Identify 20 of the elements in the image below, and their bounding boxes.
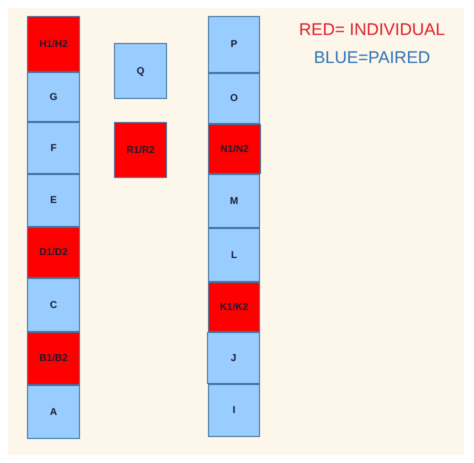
slot-box: R1/R2 [114, 122, 167, 178]
slot-box: F [27, 122, 80, 174]
slot-box: L [208, 228, 260, 282]
slot-box: P [208, 16, 260, 73]
slot-box: J [207, 332, 260, 384]
slot-box: G [27, 72, 80, 122]
slot-box: H1/H2 [27, 16, 80, 72]
slot-box: K1/K2 [208, 282, 260, 332]
slot-box: M [208, 174, 260, 228]
slot-box: B1/B2 [27, 332, 80, 385]
slot-box: O [208, 73, 260, 124]
slot-box: D1/D2 [27, 227, 80, 278]
slot-box: A [27, 385, 80, 439]
slot-box: C [27, 278, 80, 332]
slot-box: I [208, 384, 260, 437]
slot-box: Q [114, 43, 167, 99]
legend-text: RED= INDIVIDUAL [299, 19, 445, 41]
legend-text: BLUE=PAIRED [314, 47, 430, 69]
slot-box: E [27, 174, 80, 227]
slot-box: N1/N2 [208, 124, 261, 174]
